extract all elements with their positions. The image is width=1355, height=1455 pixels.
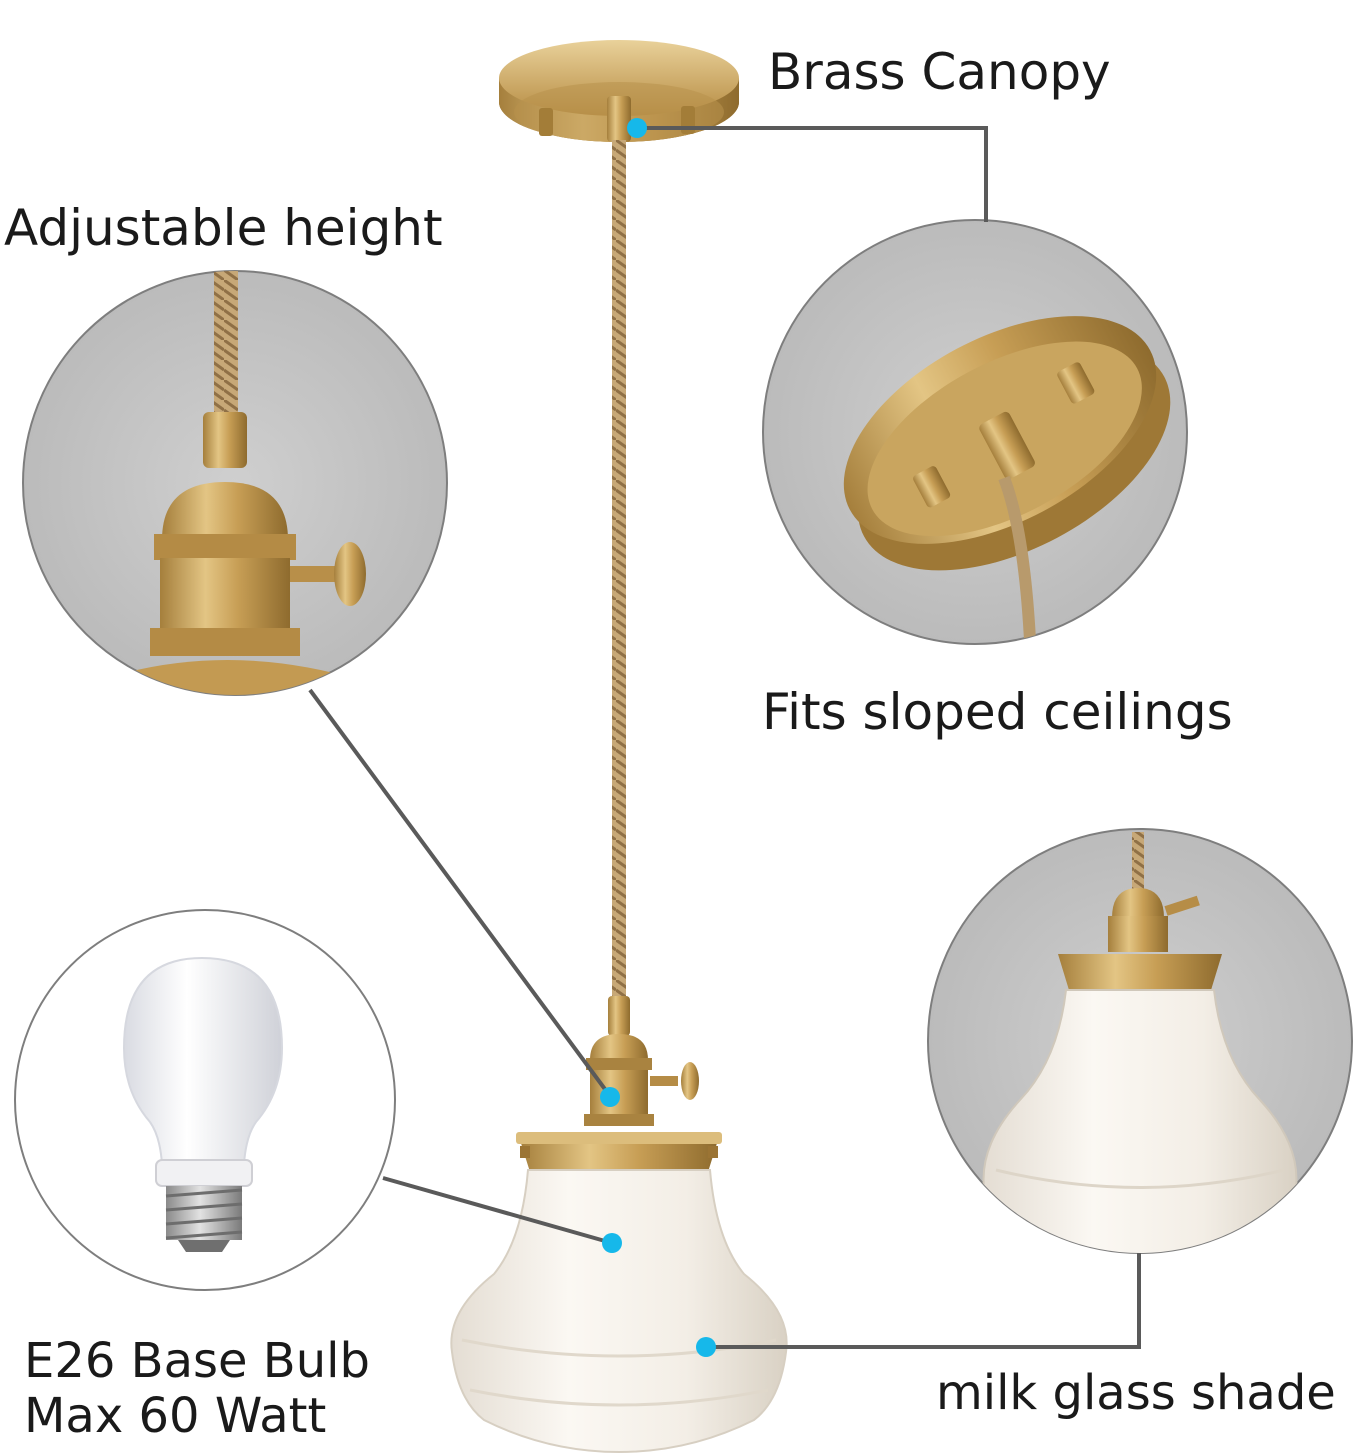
callout-dot-bulb bbox=[602, 1233, 622, 1253]
callout-dot-socket bbox=[600, 1087, 620, 1107]
label-bulb-wattage: Max 60 Watt bbox=[24, 1388, 327, 1445]
callout-dots bbox=[600, 118, 716, 1357]
label-bulb-spec: E26 Base Bulb Max 60 Watt bbox=[24, 1333, 370, 1445]
callout-dot-shade bbox=[696, 1337, 716, 1357]
canopy-detail-circle bbox=[762, 219, 1188, 645]
bulb-screw-base bbox=[165, 1186, 243, 1252]
label-bulb-base: E26 Base Bulb bbox=[24, 1333, 370, 1389]
shade-detail-circle bbox=[927, 828, 1353, 1254]
milk-glass-shade-illustration bbox=[450, 1169, 788, 1454]
socket-detail-circle bbox=[22, 270, 448, 696]
callout-line-socket bbox=[308, 688, 612, 1098]
callout-line-bulb bbox=[382, 1176, 613, 1245]
twisted-cord bbox=[612, 140, 626, 1020]
bulb-detail-circle bbox=[14, 909, 396, 1291]
pendant-light bbox=[450, 40, 788, 1454]
label-fits-sloped-ceilings: Fits sloped ceilings bbox=[762, 683, 1233, 741]
callout-line-shade bbox=[706, 1253, 1141, 1349]
label-adjustable-height: Adjustable height bbox=[4, 199, 443, 257]
label-brass-canopy: Brass Canopy bbox=[768, 43, 1111, 101]
callout-line-canopy bbox=[637, 126, 988, 222]
label-milk-glass-shade: milk glass shade bbox=[936, 1365, 1336, 1421]
socket-illustration bbox=[516, 996, 722, 1172]
callout-lines bbox=[308, 126, 1141, 1349]
callout-dot-canopy bbox=[627, 118, 647, 138]
